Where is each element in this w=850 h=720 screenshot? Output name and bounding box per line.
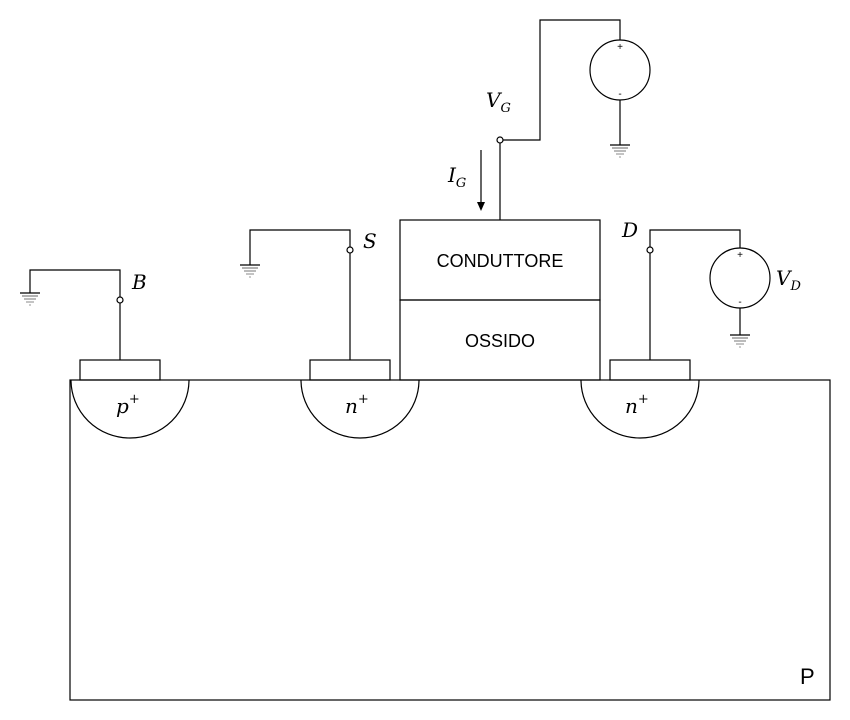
- ground-icon: [609, 144, 631, 158]
- gate-current-label: IG: [447, 163, 466, 191]
- body-terminal: B: [19, 269, 147, 360]
- arrow-down-icon: [477, 202, 485, 211]
- ground-icon: [239, 264, 261, 278]
- svg-text:+: +: [617, 42, 623, 53]
- body-label: B: [131, 270, 147, 294]
- well-drain-label: n+: [625, 392, 649, 418]
- well-body-label: p+: [116, 392, 140, 418]
- well-source: [300, 379, 420, 439]
- substrate-label: P: [800, 664, 815, 689]
- gate-terminal: + - VG IG: [447, 19, 651, 220]
- well-body: [70, 379, 190, 439]
- body-contact: [79, 359, 161, 381]
- gate-oxide: [399, 299, 601, 381]
- well-drain: [580, 379, 700, 439]
- gate-conductor-label: CONDUTTORE: [437, 251, 564, 271]
- source-terminal: S: [239, 229, 377, 360]
- drain-contact: [609, 359, 691, 381]
- svg-text:-: -: [618, 89, 621, 100]
- gate-voltage-label: VG: [486, 88, 511, 116]
- source-contact: [309, 359, 391, 381]
- source-label: S: [363, 229, 377, 253]
- drain-label: D: [621, 218, 638, 242]
- ground-icon: [19, 292, 41, 306]
- svg-text:+: +: [737, 250, 743, 261]
- ground-icon: [729, 334, 751, 348]
- svg-text:-: -: [738, 297, 741, 308]
- drain-voltage-label: VD: [776, 266, 801, 294]
- substrate: [69, 379, 831, 701]
- drain-terminal: + - D VD: [621, 218, 801, 360]
- well-source-label: n+: [345, 392, 369, 418]
- gate-oxide-label: OSSIDO: [465, 331, 535, 351]
